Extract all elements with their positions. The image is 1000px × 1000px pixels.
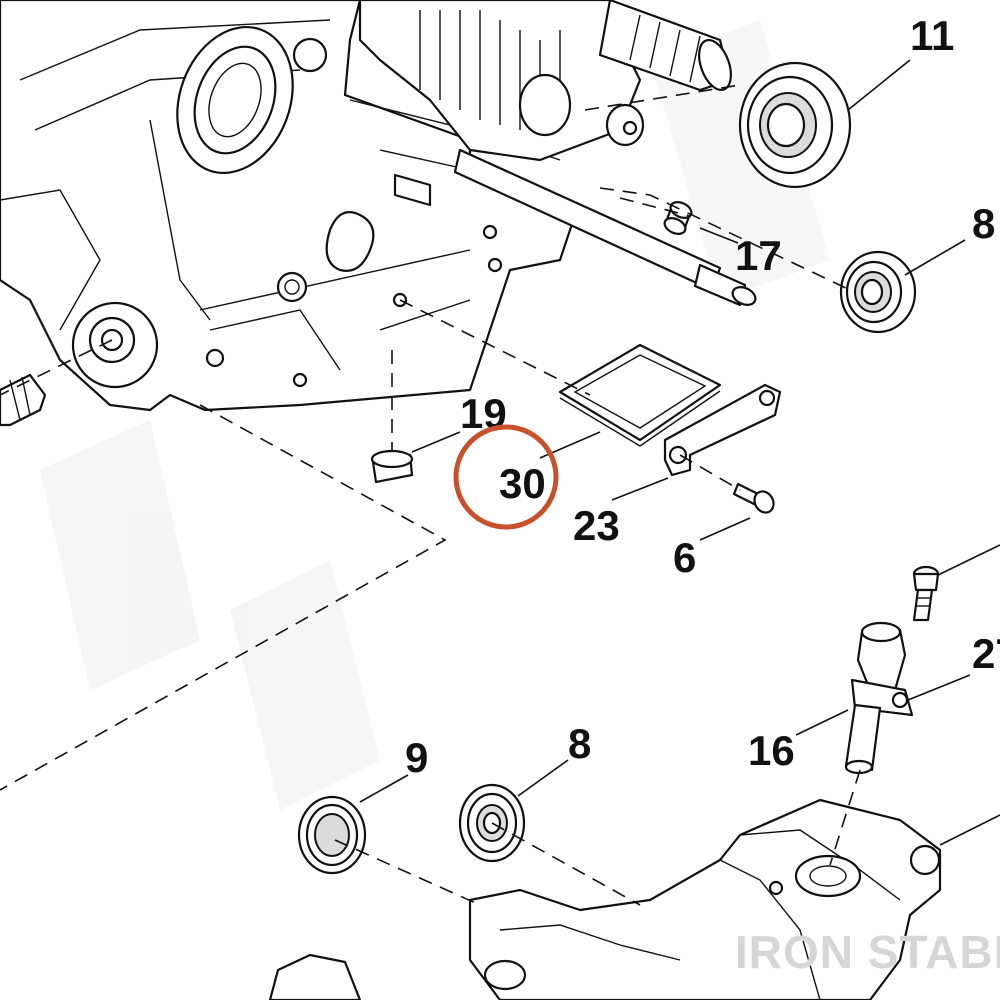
- sensor-bolt: [912, 565, 940, 622]
- left-fitting: [0, 373, 47, 427]
- part-11-bearing: [738, 61, 852, 189]
- callout-labels: 11 8 17 19 30 23 6 27 16 9 8: [405, 12, 1000, 781]
- part-8-bearing-upper: [839, 250, 917, 334]
- callout-11: 11: [910, 12, 954, 59]
- callout-leader-lines: [359, 59, 1000, 846]
- part-30-gasket: [558, 343, 722, 447]
- part-6-screw: [732, 482, 775, 514]
- part-9-seal: [297, 795, 367, 875]
- part-19-plug: [370, 449, 414, 484]
- callout-17: 17: [735, 232, 782, 279]
- shift-rod: [453, 148, 757, 307]
- callout-6: 6: [673, 534, 696, 581]
- brand-watermark: IRON STABLE: [735, 926, 1000, 978]
- callout-27: 27: [972, 630, 1000, 677]
- part-16-sensor: [844, 621, 914, 775]
- part-23-bracket: [663, 383, 782, 477]
- highlight-circle: [453, 424, 559, 530]
- assembly-dashed-lines: [0, 84, 861, 906]
- callout-16: 16: [748, 727, 795, 774]
- crankcase-housing: [0, 0, 577, 412]
- callout-8-lower: 8: [568, 720, 591, 767]
- part-17-dowel: [663, 201, 693, 235]
- callout-23: 23: [573, 502, 620, 549]
- callout-30: 30: [499, 460, 546, 507]
- background-watermark-shapes: [40, 20, 830, 810]
- lower-housing: [268, 798, 942, 1000]
- callout-9: 9: [405, 734, 428, 781]
- gear-cluster: [358, 0, 732, 162]
- callout-8-upper: 8: [972, 200, 995, 247]
